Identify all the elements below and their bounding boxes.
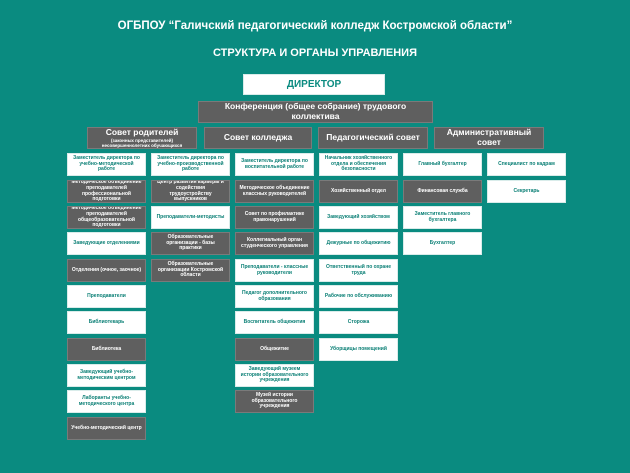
col1-box-7: Библиотекарь [67, 311, 146, 334]
col1-box-4: Заведующие отделениями [67, 232, 146, 255]
col4-box-1: Начальник хозяйственного отдела и обеспе… [319, 153, 398, 176]
col3-box-5: Преподаватели - классные руководители [235, 259, 314, 282]
col2-box-1: Заместитель директора по учебно-производ… [151, 153, 230, 176]
col1-box-1: Заместитель директора по учебно-методиче… [67, 153, 146, 176]
col3-box-3: Совет по профилактике правонарушений [235, 206, 314, 229]
col1-box-5: Отделения (очное, заочное) [67, 259, 146, 282]
page-subtitle: СТРУКТУРА И ОРГАНЫ УПРАВЛЕНИЯ [213, 47, 417, 59]
col5-box-2: Финансовая служба [403, 180, 482, 203]
col3-box-10: Музей истории образовательного учреждени… [235, 390, 314, 413]
conference-box: Конференция (общее собрание) трудового к… [198, 101, 433, 123]
col2-box-4: Образовательные организации - базы практ… [151, 232, 230, 255]
col4-box-8: Уборщицы помещений [319, 338, 398, 361]
col2-box-2: Центр развития карьеры и содействия труд… [151, 180, 230, 203]
col3-box-7: Воспитатель общежития [235, 311, 314, 334]
administrative-council-box: Административный совет [434, 127, 544, 149]
col1-box-2: Методическое объединение преподавателей … [67, 180, 146, 203]
col3-box-2: Методическое объединение классных руково… [235, 180, 314, 203]
col1-box-8: Библиотека [67, 338, 146, 361]
parents-council-note: (законных представителей) несовершенноле… [101, 137, 183, 148]
col4-box-6: Рабочие по обслуживанию [319, 285, 398, 308]
parents-council-box: Совет родителей (законных представителей… [87, 127, 197, 149]
page-title: ОГБПОУ “Галичский педагогический колледж… [117, 20, 513, 32]
col1-box-10: Лаборанты учебно-методического центра [67, 390, 146, 413]
col5-box-1: Главный бухгалтер [403, 153, 482, 176]
col6-box-2: Секретарь [487, 180, 566, 203]
col1-box-11: Учебно-методический центр [67, 417, 146, 440]
col1-box-6: Преподаватели [67, 285, 146, 308]
parents-council-label: Совет родителей [105, 127, 179, 137]
col4-box-4: Дежурные по общежитию [319, 232, 398, 255]
col5-box-4: Бухгалтер [403, 232, 482, 255]
col3-box-4: Коллегиальный орган студенческого управл… [235, 232, 314, 255]
col4-box-7: Сторожа [319, 311, 398, 334]
col4-box-2: Хозяйственный отдел [319, 180, 398, 203]
col4-box-5: Ответственный по охране труда [319, 259, 398, 282]
col5-box-3: Заместитель главного бухгалтера [403, 206, 482, 229]
college-council-box: Совет колледжа [204, 127, 312, 149]
pedagogical-council-box: Педагогический совет [318, 127, 428, 149]
col1-box-9: Заведующий учебно-методическим центром [67, 364, 146, 387]
col2-box-3: Преподаватели-методисты [151, 206, 230, 229]
col3-box-9: Заведующий музеем истории образовательно… [235, 364, 314, 387]
col4-box-3: Заведующий хозяйством [319, 206, 398, 229]
col3-box-1: Заместитель директора по воспитательной … [235, 153, 314, 176]
col2-box-5: Образовательные организации Костромской … [151, 259, 230, 282]
director-box: ДИРЕКТОР [243, 74, 385, 95]
col6-box-1: Специалист по кадрам [487, 153, 566, 176]
col1-box-3: Методическое объединение преподавателей … [67, 206, 146, 229]
col3-box-8: Общежитие [235, 338, 314, 361]
col3-box-6: Педагог дополнительного образования [235, 285, 314, 308]
